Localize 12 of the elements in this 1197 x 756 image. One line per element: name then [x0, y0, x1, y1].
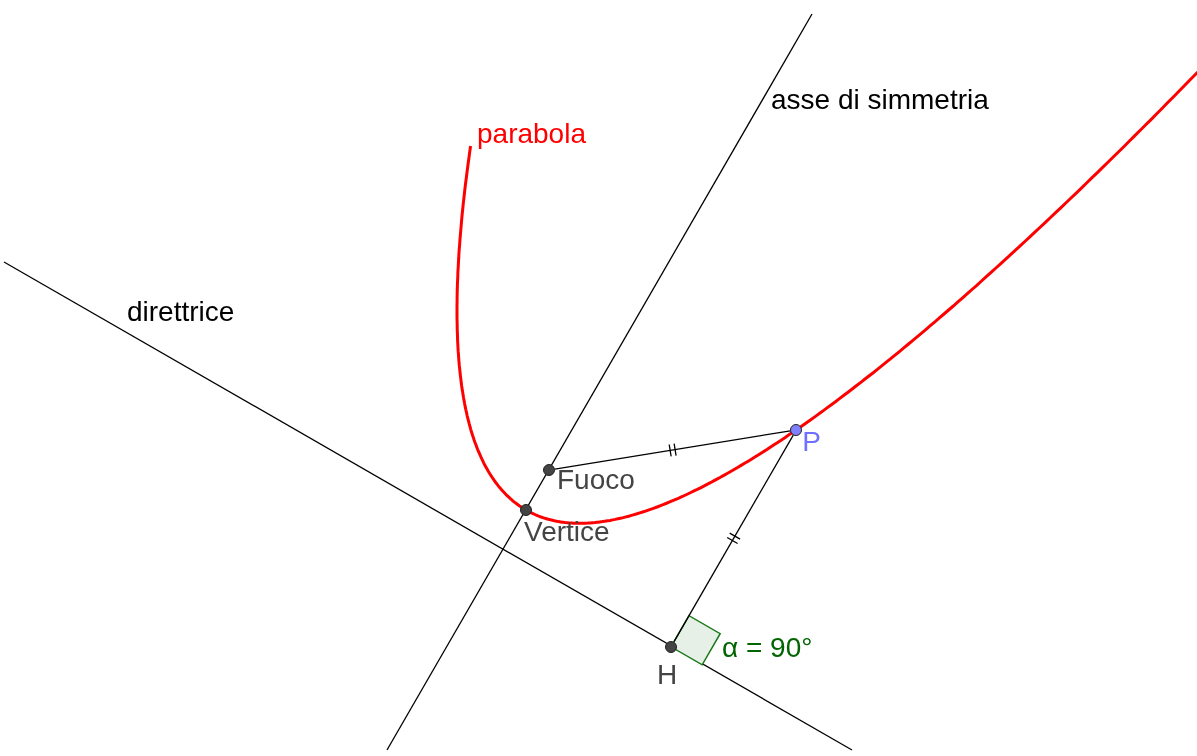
point-marker	[790, 423, 803, 436]
point-marker	[520, 504, 532, 516]
directrix-label: direttrice	[127, 298, 235, 326]
point-label: Fuoco	[557, 466, 635, 495]
axis-label: asse di simmetria	[771, 86, 989, 114]
point-marker	[665, 640, 677, 653]
curve-label: parabola	[477, 120, 586, 148]
point-label: P	[802, 427, 821, 456]
point-label: Vertice	[524, 518, 610, 546]
point-label: H	[657, 660, 678, 689]
point-marker	[543, 464, 555, 477]
angle-label: α = 90°	[722, 634, 813, 662]
